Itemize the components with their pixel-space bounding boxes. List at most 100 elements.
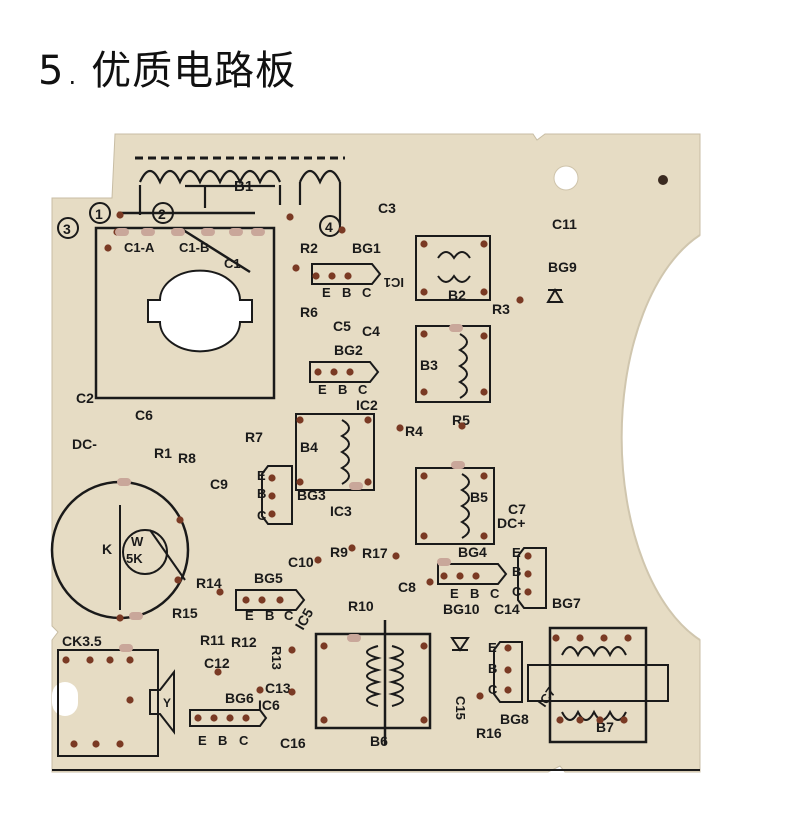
solder-pad xyxy=(420,288,428,296)
label-r9: R9 xyxy=(330,544,348,560)
solder-pad xyxy=(472,572,480,580)
label-ic3: IC3 xyxy=(330,503,352,519)
solder-pad xyxy=(396,424,404,432)
solder-pad xyxy=(524,552,532,560)
label-ic6: IC6 xyxy=(258,697,280,713)
page-title: 5.优质电路板 xyxy=(38,38,296,96)
solder-pad xyxy=(364,478,372,486)
solder-pad xyxy=(258,596,266,604)
solder-pad xyxy=(216,588,224,596)
diode-symbol-2 xyxy=(450,637,470,652)
bg5-body xyxy=(235,589,306,611)
label-y: Y xyxy=(163,696,171,710)
b4-coil xyxy=(339,419,350,485)
solder-pad xyxy=(576,716,584,724)
label-bg4: BG4 xyxy=(458,544,487,560)
b7-core xyxy=(527,664,669,702)
solder-pad xyxy=(344,272,352,280)
solder-pad xyxy=(320,716,328,724)
label-r2: R2 xyxy=(300,240,318,256)
bg2-e: E xyxy=(318,382,327,397)
solder-pad xyxy=(126,696,134,704)
bg4-c: C xyxy=(490,586,500,601)
label-r16: R16 xyxy=(476,725,502,741)
solder-pad xyxy=(420,330,428,338)
label-c6: C6 xyxy=(135,407,153,423)
solder-pad xyxy=(176,516,184,524)
solder-pad xyxy=(86,656,94,664)
solder-pad xyxy=(480,240,488,248)
b4-outline xyxy=(295,413,375,491)
ck-jack-outline xyxy=(57,649,159,757)
label-c12: C12 xyxy=(204,655,230,671)
bg6-e: E xyxy=(198,733,207,748)
label-c15: C15 xyxy=(453,696,468,720)
label-r3: R3 xyxy=(492,301,510,317)
solder-pad xyxy=(296,478,304,486)
solder-pad xyxy=(314,368,322,376)
bg7-body xyxy=(517,547,547,609)
solder-pad xyxy=(476,692,484,700)
solder-pad xyxy=(420,716,428,724)
solder-pad xyxy=(480,332,488,340)
solder-pad xyxy=(420,532,428,540)
label-c7: C7 xyxy=(508,501,526,517)
bg8-b: B xyxy=(488,661,497,676)
bg8-c: C xyxy=(488,682,498,697)
b7-coil xyxy=(561,646,627,721)
solder-pad xyxy=(292,264,300,272)
bg1-e: E xyxy=(322,285,331,300)
label-c3: C3 xyxy=(378,200,396,216)
label-b2: B2 xyxy=(448,287,466,303)
mount-hole-small xyxy=(658,175,668,185)
solder-pad xyxy=(276,596,284,604)
solder-pad xyxy=(116,211,124,219)
marker-3: 3 xyxy=(63,221,71,237)
solder-pads xyxy=(62,211,632,748)
label-ic2: IC2 xyxy=(356,397,378,413)
solder-pad xyxy=(458,422,466,430)
solder-pad xyxy=(480,288,488,296)
label-r1: R1 xyxy=(154,445,172,461)
label-r6: R6 xyxy=(300,304,318,320)
title-separator: . xyxy=(68,62,78,90)
solder-pad xyxy=(346,368,354,376)
label-bg7: BG7 xyxy=(552,595,581,611)
bg3-b: B xyxy=(257,486,266,501)
b7-outline xyxy=(548,626,648,744)
bg6-c: C xyxy=(239,733,249,748)
volume-pot-trace xyxy=(119,505,186,610)
bg1-body xyxy=(311,263,382,285)
solder-pad xyxy=(556,716,564,724)
label-r5: R5 xyxy=(452,412,470,428)
b2-outline xyxy=(415,235,491,301)
solder-pad xyxy=(504,686,512,694)
label-r10: R10 xyxy=(348,598,374,614)
copper-pad xyxy=(437,558,451,566)
solder-pad xyxy=(364,416,372,424)
bg2-b: B xyxy=(338,382,347,397)
solder-pad xyxy=(420,240,428,248)
label-bg2: BG2 xyxy=(334,342,363,358)
label-r14: R14 xyxy=(196,575,222,591)
copper-pad xyxy=(141,228,155,236)
bg5-e: E xyxy=(245,608,254,623)
bg6-body xyxy=(189,709,268,727)
bg5-c: C xyxy=(284,608,294,623)
bg1-b: B xyxy=(342,285,351,300)
label-bg3: BG3 xyxy=(297,487,326,503)
solder-pad xyxy=(268,510,276,518)
b2-coil xyxy=(437,251,471,283)
solder-pad xyxy=(288,688,296,696)
label-c4: C4 xyxy=(362,323,380,339)
label-c1a: C1-A xyxy=(124,240,155,255)
solder-pad xyxy=(392,552,400,560)
solder-pad xyxy=(70,740,78,748)
mount-hole xyxy=(553,165,579,191)
copper-pad xyxy=(201,228,215,236)
label-ck: CK3.5 xyxy=(62,633,102,649)
solder-pad xyxy=(106,656,114,664)
title-text: 优质电路板 xyxy=(91,48,297,94)
copper-pad xyxy=(449,324,463,332)
